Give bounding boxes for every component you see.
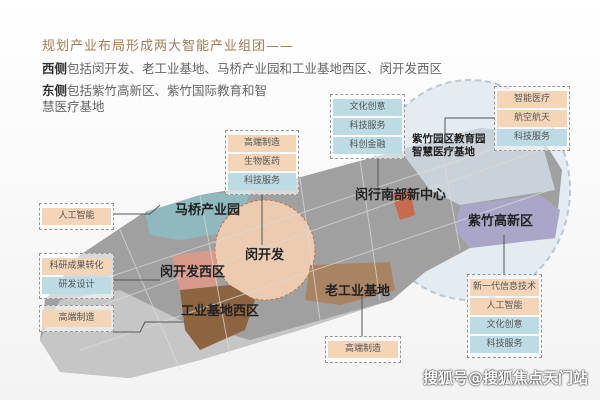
zizhu-zone [455, 195, 560, 248]
region-smart-medical: 智慧医疗基地 [412, 146, 475, 158]
industry-tag: 人工智能 [42, 208, 111, 225]
east-label: 东侧 [42, 83, 68, 98]
region-gongye-west: 工业基地西区 [181, 304, 260, 319]
industry-tag: 文化创意 [333, 99, 402, 116]
region-minkaifa-west: 闵开发西区 [160, 265, 226, 280]
industry-tag: 研发设计 [42, 277, 111, 294]
region-zizhu: 紫竹高新区 [468, 214, 534, 229]
center-zone [392, 190, 415, 220]
street-grid [59, 139, 551, 371]
gongye-west-industry-box: 高端制造 [39, 305, 114, 332]
east-description: 东侧包括紫竹高新区、紫竹国际教育和智慧医疗基地 [42, 83, 272, 115]
minkaifa-west-zone [172, 250, 218, 292]
industry-tag: 人工智能 [470, 298, 539, 315]
region-zizhu-edu: 紫竹园区教育园 [412, 133, 486, 145]
industry-tag: 高端制造 [42, 310, 111, 327]
industry-tag: 新一代信息技术 [470, 279, 539, 296]
industry-tag: 高端制造 [328, 341, 398, 358]
industry-tag: 文化创意 [470, 317, 539, 334]
industry-tag: 科技服务 [470, 336, 539, 353]
industry-tag: 高端制造 [228, 135, 296, 152]
minkaifa-industry-box: 高端制造 生物医药 科技服务 [225, 130, 299, 195]
west-industry-box: 科研成果转化 研发设计 [39, 253, 114, 299]
industry-tag: 智能医疗 [497, 91, 567, 108]
industry-tag: 航空航天 [497, 110, 567, 127]
industry-tag: 科技服务 [497, 129, 567, 146]
region-maqiao: 马桥产业园 [175, 203, 241, 218]
lao-gongye-industry-box: 高端制造 [325, 336, 401, 363]
edu-industry-box: 智能医疗 航空航天 科技服务 [494, 86, 570, 151]
heading: 规划产业布局形成两大智能产业组团—— [42, 39, 295, 54]
leader-lines [113, 117, 505, 337]
gongye-west-zone [180, 285, 255, 350]
region-south-center: 闵行南部新中心 [355, 188, 447, 203]
west-label: 西侧 [42, 61, 68, 76]
maqiao-industry-box: 人工智能 [39, 203, 114, 230]
region-lao-gongye: 老工业基地 [325, 284, 391, 299]
zizhu-industry-box: 新一代信息技术 人工智能 文化创意 科技服务 [467, 274, 542, 358]
watermark: 搜狐号@搜狐焦点天门站 [422, 369, 588, 387]
lao-gongye-zone [305, 262, 395, 305]
industry-tag: 科创金融 [333, 137, 402, 154]
industry-tag: 科技服务 [333, 118, 402, 135]
industry-tag: 生物医药 [228, 154, 296, 171]
west-description: 西侧包括闵开发、老工业基地、马桥产业园和工业基地西区、闵开发西区 [42, 58, 442, 77]
center-industry-box: 文化创意 科技服务 科创金融 [330, 94, 405, 159]
region-minkaifa: 闵开发 [245, 248, 285, 263]
industry-tag: 科研成果转化 [42, 258, 111, 275]
east-text: 包括紫竹高新区、紫竹国际教育和智慧医疗基地 [42, 83, 268, 114]
west-text: 包括闵开发、老工业基地、马桥产业园和工业基地西区、闵开发西区 [67, 61, 443, 76]
industry-tag: 科技服务 [228, 173, 296, 190]
